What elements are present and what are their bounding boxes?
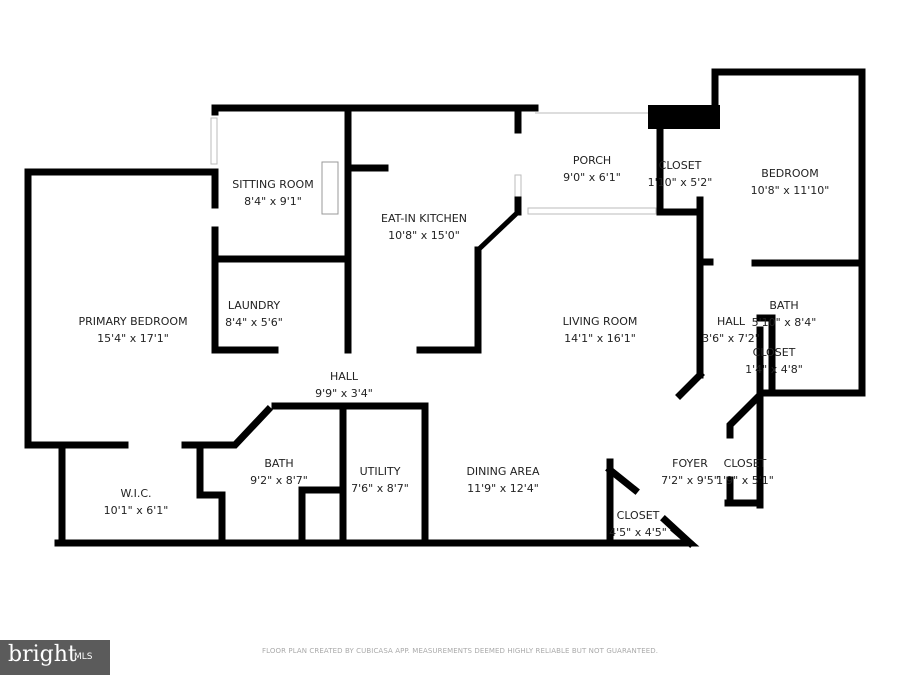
room-name: HALL [329,370,359,383]
room-label: BATH 5'10" x 8'4" [752,297,817,331]
room-name: UTILITY [359,465,401,478]
room-dimensions: 1'9" x 5'1" [716,474,774,487]
room-label: CLOSET 1'9" x 5'1" [716,455,774,489]
room-dimensions: 1'10" x 5'2" [647,176,713,189]
room-name: CLOSET [752,346,796,359]
room-name: BATH [769,299,799,312]
room-name: FOYER [672,457,708,470]
room-label: PORCH 9'0" x 6'1" [563,152,621,186]
room-label: CLOSET 1'10" x 5'2" [648,157,713,191]
room-label: HALL 9'9" x 3'4" [315,368,373,402]
walls [24,68,866,548]
room-label: UTILITY 7'6" x 8'7" [351,463,409,497]
room-name: CLOSET [723,457,767,470]
room-name: BATH [264,457,294,470]
room-dimensions: 10'1" x 6'1" [103,504,169,517]
room-dimensions: 4'5" x 4'5" [609,526,667,539]
room-label: SITTING ROOM 8'4" x 9'1" [232,176,313,210]
room-name: W.I.C. [120,487,152,500]
room-name: DINING AREA [466,465,540,478]
room-dimensions: 8'4" x 5'6" [225,316,283,329]
room-name: LAUNDRY [227,299,281,312]
room-label: HALL 3'6" x 7'2" [702,313,760,347]
room-dimensions: 9'2" x 8'7" [250,474,308,487]
room-name: HALL [716,315,746,328]
room-name: LIVING ROOM [562,315,638,328]
room-label: DINING AREA 11'9" x 12'4" [466,463,539,497]
room-dimensions: 3'6" x 7'2" [702,332,760,345]
room-name: SITTING ROOM [232,178,314,191]
room-label: PRIMARY BEDROOM 15'4" x 17'1" [78,313,187,347]
room-label: BEDROOM 10'8" x 11'10" [751,165,830,199]
room-label: W.I.C. 10'1" x 6'1" [104,485,169,519]
room-label: BATH 9'2" x 8'7" [250,455,308,489]
room-dimensions: 9'9" x 3'4" [315,387,373,400]
room-label: CLOSET 4'5" x 4'5" [609,507,667,541]
room-name: EAT-IN KITCHEN [381,212,467,225]
room-dimensions: 14'1" x 16'1" [564,332,636,345]
room-name: PORCH [572,154,612,167]
room-dimensions: 9'0" x 6'1" [563,171,621,184]
disclaimer: FLOOR PLAN CREATED BY CUBICASA APP. MEAS… [262,647,659,655]
room-dimensions: 1'4" x 4'8" [745,363,803,376]
room-name: CLOSET [616,509,660,522]
room-label: EAT-IN KITCHEN 10'8" x 15'0" [381,210,467,244]
room-dimensions: 10'8" x 11'10" [750,184,830,197]
room-label: FOYER 7'2" x 9'5" [661,455,719,489]
fireplace [321,161,339,215]
room-dimensions: 7'2" x 9'5" [661,474,719,487]
room-label: LAUNDRY 8'4" x 5'6" [225,297,283,331]
room-name: PRIMARY BEDROOM [78,315,188,328]
room-dimensions: 11'9" x 12'4" [467,482,539,495]
room-dimensions: 7'6" x 8'7" [351,482,409,495]
room-dimensions: 15'4" x 17'1" [97,332,169,345]
room-name: CLOSET [658,159,702,172]
room-dimensions: 8'4" x 9'1" [244,195,302,208]
room-dimensions: 5'10" x 8'4" [751,316,817,329]
room-label: LIVING ROOM 14'1" x 16'1" [563,313,638,347]
room-name: BEDROOM [761,167,819,180]
room-dimensions: 10'8" x 15'0" [388,229,460,242]
room-label: CLOSET 1'4" x 4'8" [745,344,803,378]
